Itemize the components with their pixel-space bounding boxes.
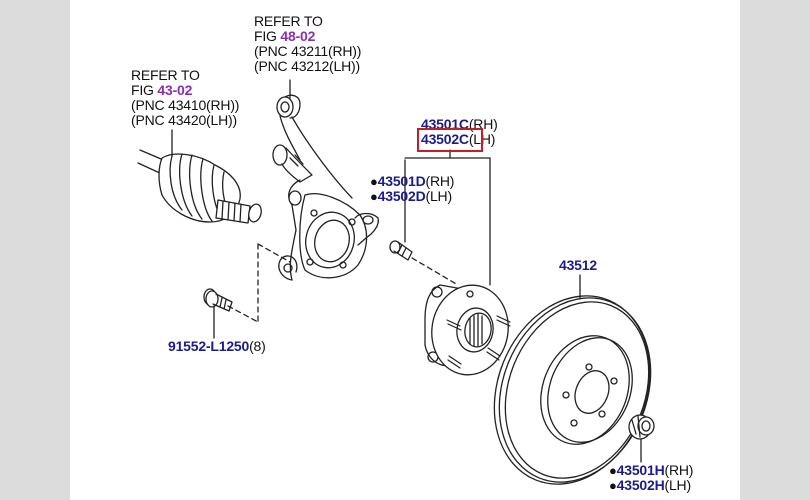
pnc-lh: (PNC 43420(LH)) <box>131 112 237 128</box>
hub-assembly-illustration[interactable] <box>424 279 515 381</box>
part-link-43502C[interactable]: 43502C <box>421 131 469 147</box>
drive-shaft-illustration[interactable] <box>137 129 263 224</box>
callout-hub-nut: ●43501H(RH) ●43502H(LH) <box>609 462 694 494</box>
part-link-43501C[interactable]: 43501C <box>421 116 469 132</box>
hub-bolt-lh-line: ●43502D(LH) <box>370 188 454 205</box>
pnc-rh: (PNC 43410(RH)) <box>131 97 240 113</box>
figure-ref-line: FIG 43-02 <box>131 83 239 98</box>
refer-to-text: REFER TO <box>254 13 323 29</box>
alignment-guide-knuckle-bolt <box>227 243 291 323</box>
quantity: (8) <box>249 338 266 354</box>
knuckle-bolt-illustration[interactable] <box>203 288 233 339</box>
pnc-lh: (PNC 43212(LH)) <box>254 58 360 74</box>
pnc-rh: (PNC 43211(RH)) <box>254 43 362 59</box>
bullet-icon: ● <box>370 189 378 204</box>
part-link-43502H[interactable]: 43502H <box>616 477 665 493</box>
side-rh: (RH) <box>664 462 694 478</box>
hub-nut-lh-line: ●43502H(LH) <box>609 477 693 494</box>
hub-assembly-rh-line: 43501C(RH) <box>421 117 498 132</box>
side-lh: (LH) <box>664 477 692 493</box>
part-link-43502D[interactable]: 43502D <box>377 188 426 204</box>
bullet-icon: ● <box>609 478 617 493</box>
callout-knuckle: REFER TO FIG 48-02 (PNC 43211(RH)) (PNC … <box>254 14 361 74</box>
figure-ref-line: FIG 48-02 <box>254 29 361 44</box>
side-rh: (RH) <box>468 116 498 132</box>
highlight-box-43502C <box>417 128 483 152</box>
steering-knuckle-illustration[interactable] <box>272 79 379 281</box>
hub-bolt-rh-line: ●43501D(RH) <box>370 173 455 190</box>
bullet-icon: ● <box>609 463 617 478</box>
side-lh: (LH) <box>425 188 453 204</box>
part-link-91552-L1250[interactable]: 91552-L1250 <box>168 338 250 354</box>
fig-prefix: FIG <box>254 28 281 44</box>
part-link-43501H[interactable]: 43501H <box>616 462 665 478</box>
callout-knuckle-bolt: 91552-L1250(8) <box>168 339 266 354</box>
hub-callout-bracket <box>404 149 491 286</box>
callout-hub-bolt: ●43501D(RH) ●43502D(LH) <box>370 173 455 205</box>
part-link-43512[interactable]: 43512 <box>559 257 597 273</box>
fig-prefix: FIG <box>131 82 158 98</box>
part-link-43501D[interactable]: 43501D <box>377 173 426 189</box>
callout-drive-shaft: REFER TO FIG 43-02 (PNC 43410(RH)) (PNC … <box>131 68 239 128</box>
refer-to-text: REFER TO <box>131 67 200 83</box>
hub-nut-rh-line: ●43501H(RH) <box>609 462 694 479</box>
figure-link-43-02[interactable]: 43-02 <box>157 82 193 98</box>
figure-link-48-02[interactable]: 48-02 <box>280 28 316 44</box>
hub-bolt-illustration[interactable] <box>389 159 459 286</box>
bullet-icon: ● <box>370 174 378 189</box>
callout-disc: 43512 <box>559 258 597 273</box>
hub-nut-illustration[interactable] <box>628 414 655 463</box>
side-rh: (RH) <box>425 173 455 189</box>
